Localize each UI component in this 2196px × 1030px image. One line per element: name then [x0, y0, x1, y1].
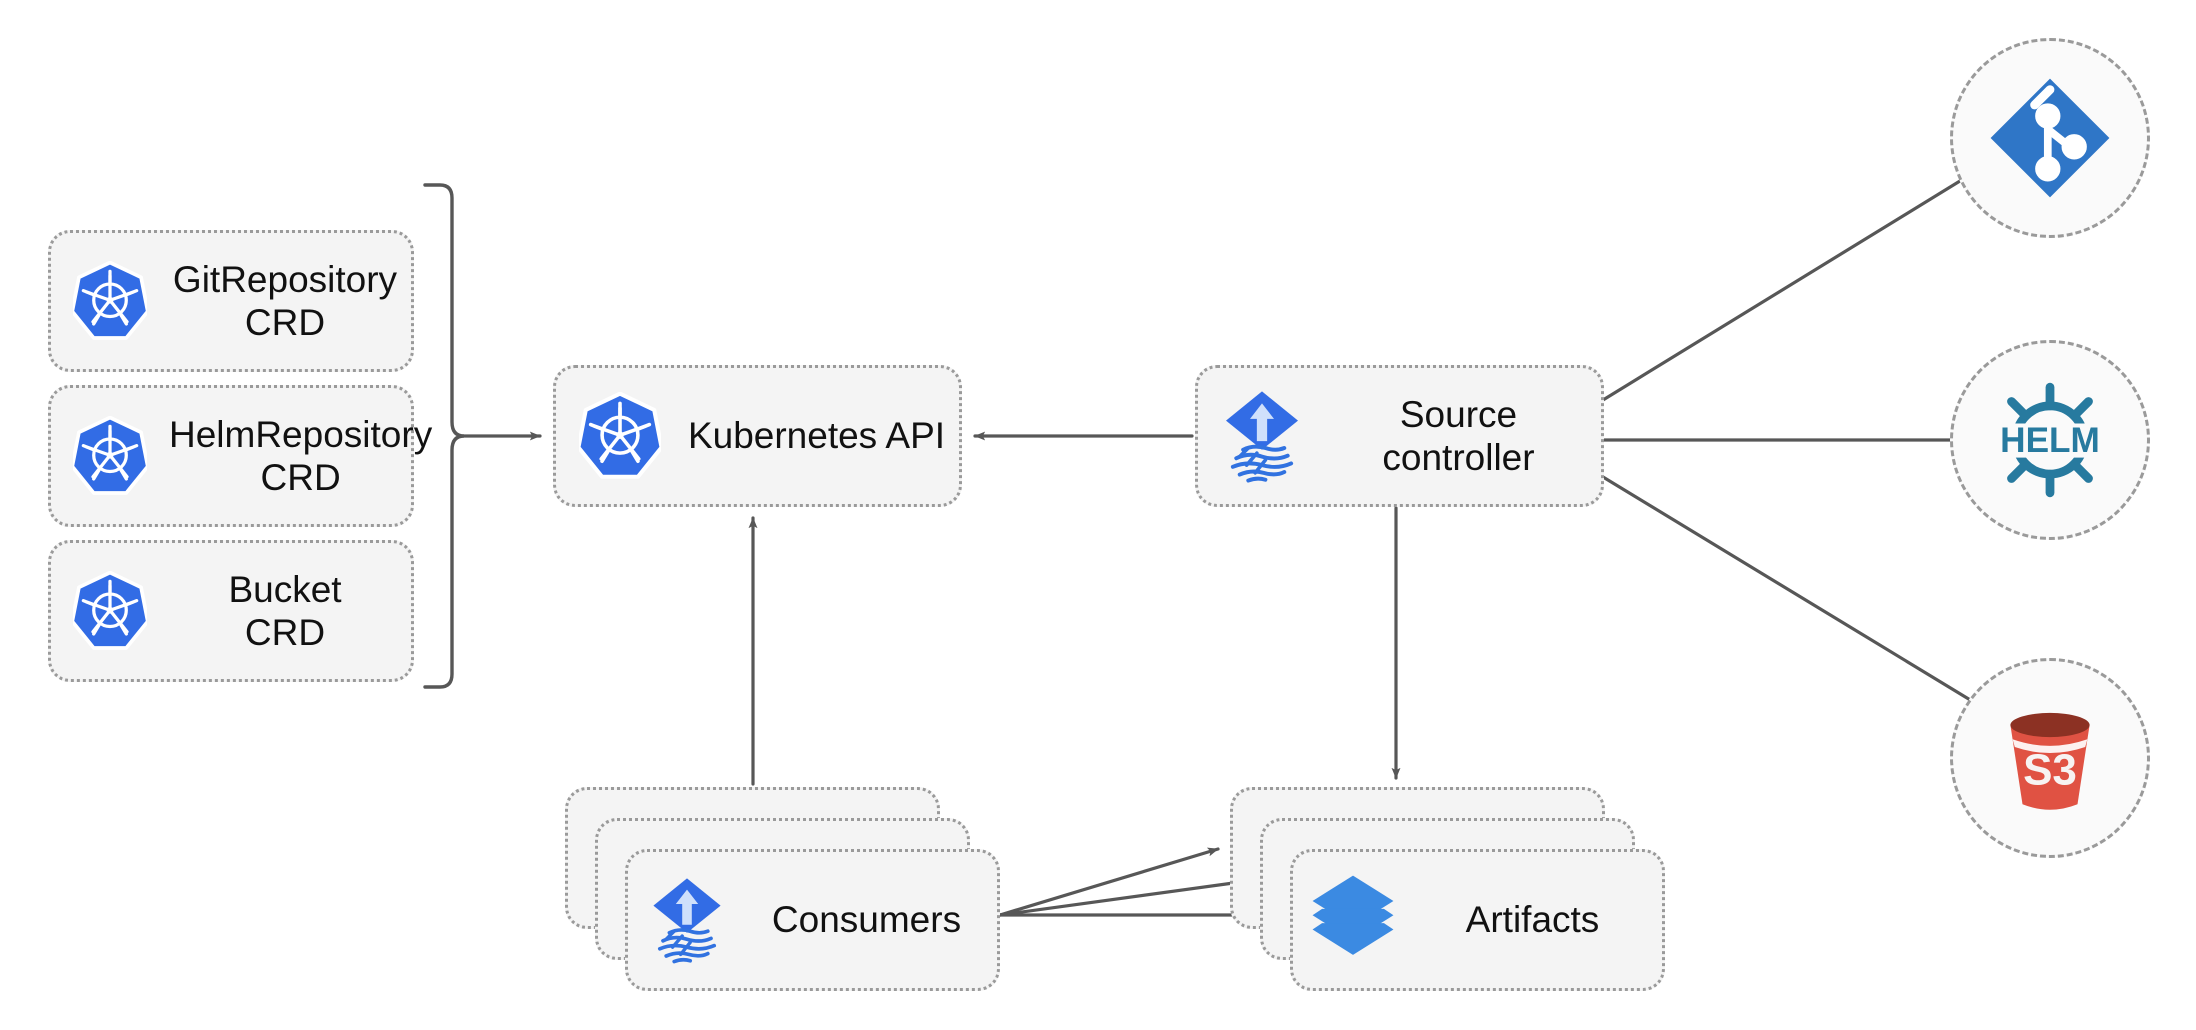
node-artifacts[interactable]: Artifacts [1290, 849, 1665, 991]
flux-icon [1198, 388, 1326, 484]
endpoint-helm[interactable]: HELM [1950, 340, 2150, 540]
edge-source-controller-to-git [1601, 136, 2032, 402]
node-consumers[interactable]: Consumers [625, 849, 1000, 991]
flux-icon [628, 874, 746, 966]
helm-label: HELM [2000, 421, 2100, 460]
node-label: Kubernetes API [687, 415, 946, 457]
node-label: Artifacts [1465, 899, 1600, 941]
node-label: Source controller [1382, 393, 1535, 478]
kubernetes-icon [51, 571, 169, 651]
s3-label: S3 [2023, 745, 2077, 794]
endpoint-git[interactable] [1950, 38, 2150, 238]
node-label: HelmRepository CRD [169, 413, 433, 498]
s3-icon: S3 [2010, 712, 2090, 810]
kubernetes-icon [556, 392, 684, 480]
node-label: Bucket CRD [228, 568, 342, 653]
kubernetes-icon [51, 416, 169, 496]
node-label: Consumers [771, 899, 962, 941]
edge-consumers-to-artifacts-1 [998, 847, 1220, 917]
endpoint-s3[interactable]: S3 [1950, 658, 2150, 858]
edge-consumers-to-artifacts-2 [998, 877, 1250, 917]
node-bucket-crd[interactable]: Bucket CRD [48, 540, 414, 682]
kubernetes-icon [51, 261, 169, 341]
git-icon [1990, 78, 2110, 198]
node-gitrepository-crd[interactable]: GitRepository CRD [48, 230, 414, 372]
node-source-controller[interactable]: Source controller [1195, 365, 1604, 507]
edge-source-controller-to-s3 [1601, 475, 2030, 737]
node-kubernetes-api[interactable]: Kubernetes API [553, 365, 962, 507]
layers-icon [1293, 874, 1413, 966]
node-label: GitRepository CRD [172, 258, 398, 343]
helm-icon: HELM [1999, 382, 2101, 498]
node-helmrepository-crd[interactable]: HelmRepository CRD [48, 385, 432, 527]
